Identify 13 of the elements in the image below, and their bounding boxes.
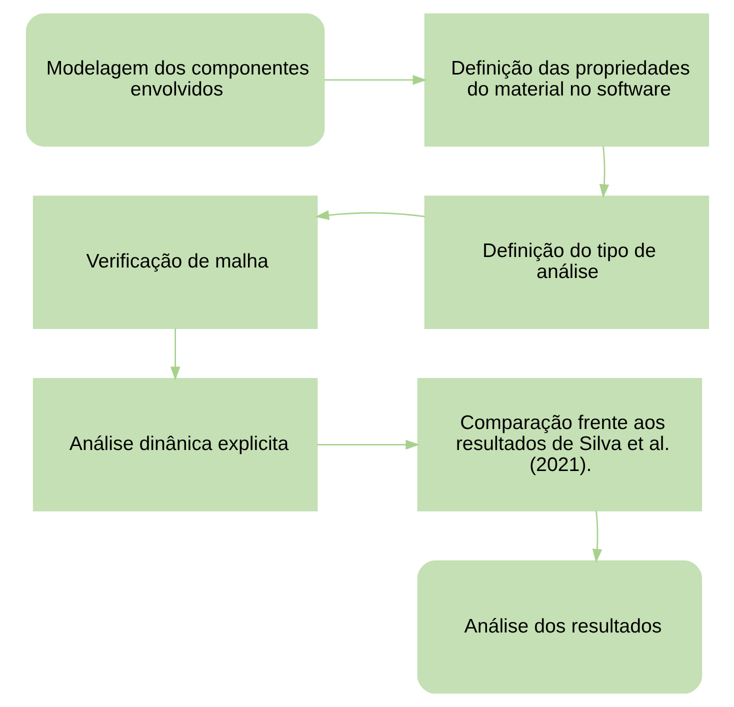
arrow [324,75,426,85]
arrow [592,510,602,564]
node-box: Análise dinânica explicita [32,378,318,512]
arrow [170,328,180,381]
arrow [314,210,424,220]
arrow [598,146,609,198]
node-box: Comparação frente aos resultados de Silva et al. (2021). [416,378,702,512]
node-box: Verificação de malha [32,196,318,329]
node-box: Definição das propriedades do material no software [424,13,709,147]
node-box: Análise dos resultados [416,560,702,694]
arrow [316,440,420,450]
node-box: Definição do tipo de análise [424,196,709,329]
node-box: Modelagem dos componentes envolvidos [25,13,324,147]
